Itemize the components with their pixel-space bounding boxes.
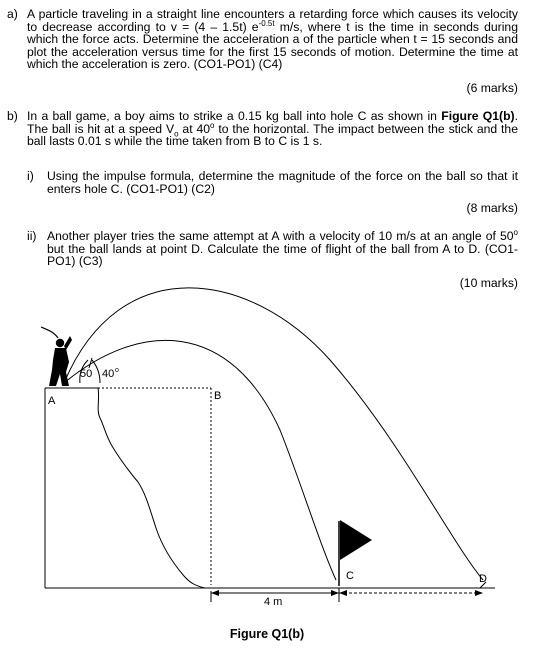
question-b-ii-degree: o — [513, 227, 518, 237]
question-b-ii-text: Another player tries the same attempt at… — [47, 227, 518, 269]
cliff-face — [97, 387, 206, 589]
dim-arrow-left — [211, 590, 219, 596]
angle-40-label: 40 — [102, 368, 114, 380]
question-b-v-subscript: o — [174, 129, 179, 139]
question-a-label: a) — [7, 7, 18, 21]
question-b-figure-ref: Figure Q1(b) — [441, 109, 515, 123]
figure-caption: Figure Q1(b) — [229, 627, 305, 641]
point-c-label: C — [346, 570, 354, 582]
question-b-text-4: to the horizontal. The impact between th… — [27, 121, 518, 149]
question-b-i-marks: (8 marks) — [466, 201, 518, 215]
trajectory-to-d — [63, 287, 484, 581]
dim-arrow-c — [339, 590, 347, 596]
question-b-ii-text-2: but the ball lands at point D. Calculate… — [47, 241, 518, 269]
question-b-i-label: i) — [27, 169, 34, 183]
golfer-icon — [40, 326, 72, 386]
question-a-text-2: m/s, where t is the time in seconds duri… — [27, 19, 518, 72]
question-b-label: b) — [7, 109, 18, 123]
question-b-ii-label: ii) — [27, 229, 37, 243]
point-b-label: B — [214, 390, 221, 402]
angle-divider — [88, 357, 93, 369]
point-d-label: D — [479, 573, 487, 585]
angle-arc-50 — [79, 359, 89, 384]
question-a-exponent: -0.5t — [258, 18, 275, 28]
question-b-ii-text-1: Another player tries the same attempt at… — [47, 229, 514, 243]
flag-icon — [340, 520, 372, 560]
question-b-text-1: In a ball game, a boy aims to strike a 0… — [27, 109, 442, 123]
question-a-marks: (6 marks) — [466, 81, 518, 95]
hole-d-marker — [479, 581, 487, 589]
dim-arrow-right — [331, 590, 339, 596]
angle-40-degree: o — [115, 367, 119, 374]
question-b-text: In a ball game, a boy aims to strike a 0… — [27, 110, 518, 148]
question-b-ii-marks: (10 marks) — [459, 276, 518, 290]
distance-label: 4 m — [264, 596, 282, 608]
angle-arc-40 — [91, 359, 101, 384]
dim-arrow-d — [475, 590, 483, 596]
question-b-i-text: Using the impulse formula, determine the… — [47, 169, 518, 196]
question-b-text-3: at 40 — [178, 121, 211, 136]
question-b-degree: o — [210, 120, 215, 130]
angle-50-label: 50 — [80, 368, 92, 380]
question-b-text-2: . The ball is hit at a speed V — [27, 109, 518, 136]
question-a-text-1: A particle traveling in a straight line … — [27, 7, 518, 34]
trajectory-to-c — [63, 339, 337, 581]
question-a-text: A particle traveling in a straight line … — [27, 8, 518, 71]
point-a-label: A — [48, 395, 56, 407]
